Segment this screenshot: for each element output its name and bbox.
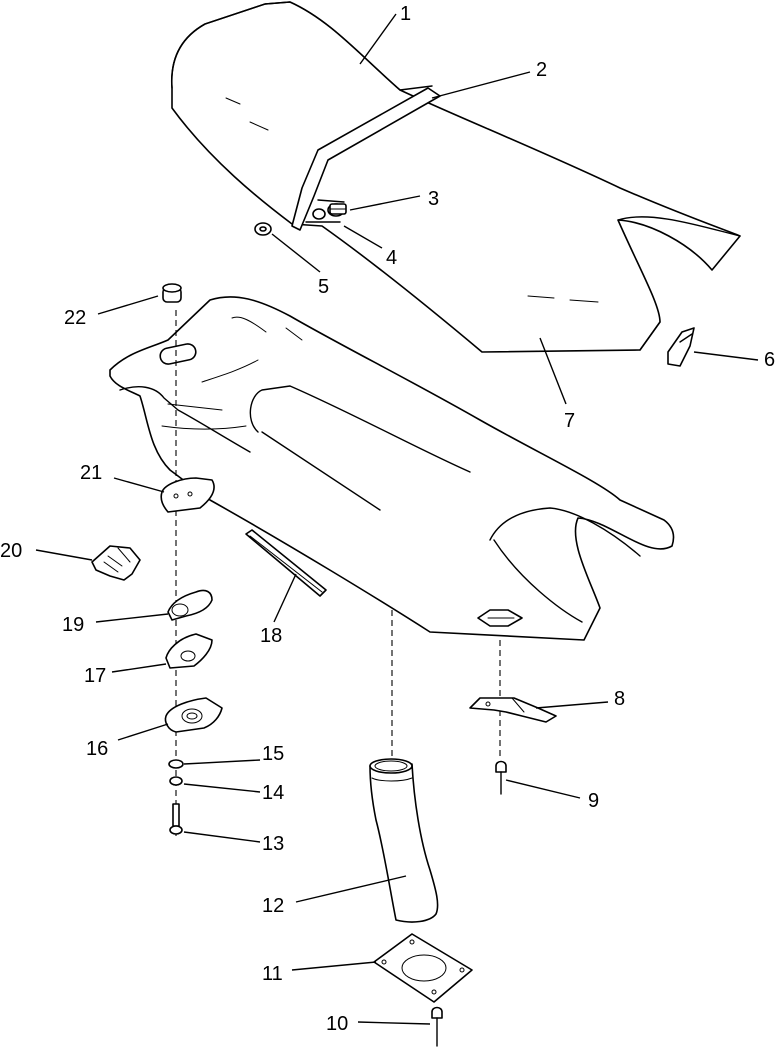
- grommet-22: [162, 283, 182, 303]
- callout-1: 1: [400, 3, 411, 25]
- callout-10: 10: [326, 1013, 348, 1035]
- callout-18: 18: [260, 625, 282, 647]
- bracket-8: [469, 697, 557, 723]
- left-hardware-stack: [91, 477, 223, 835]
- callout-11: 11: [262, 963, 283, 985]
- callout-14: 14: [262, 782, 284, 804]
- callout-4: 4: [386, 247, 397, 269]
- callout-15: 15: [262, 743, 284, 765]
- callout-8: 8: [614, 688, 625, 710]
- seat-top-panel-1: [171, 1, 433, 91]
- air-duct-assembly: [369, 758, 473, 1047]
- callout-16: 16: [86, 738, 108, 760]
- bracket-hardware: [469, 697, 557, 795]
- callout-2: 2: [536, 59, 547, 81]
- callout-5: 5: [318, 276, 329, 298]
- callout-labels: 1 2 3 4 5 6 7 8 9 10 11 12 13 14 15 16 1…: [0, 3, 775, 1035]
- callout-12: 12: [262, 895, 284, 917]
- bolt-10: [431, 1006, 443, 1019]
- callout-7: 7: [564, 410, 575, 432]
- callout-9: 9: [588, 790, 599, 812]
- callout-13: 13: [262, 833, 284, 855]
- duct-12: [369, 763, 439, 923]
- seat-clip-6: [667, 327, 695, 367]
- flange-11: [373, 933, 473, 1003]
- seat-cushion-7: [170, 1, 741, 353]
- callout-20: 20: [0, 540, 22, 562]
- screw-9: [495, 760, 507, 773]
- callout-6: 6: [764, 349, 775, 371]
- callout-leaders: [35, 13, 759, 1025]
- callout-3: 3: [428, 188, 439, 210]
- strap-hardware: [254, 203, 347, 236]
- callout-19: 19: [62, 614, 84, 636]
- seat-base-pan: [109, 296, 675, 641]
- callout-21: 21: [80, 462, 102, 484]
- callout-17: 17: [84, 665, 106, 687]
- callout-22: 22: [64, 307, 86, 329]
